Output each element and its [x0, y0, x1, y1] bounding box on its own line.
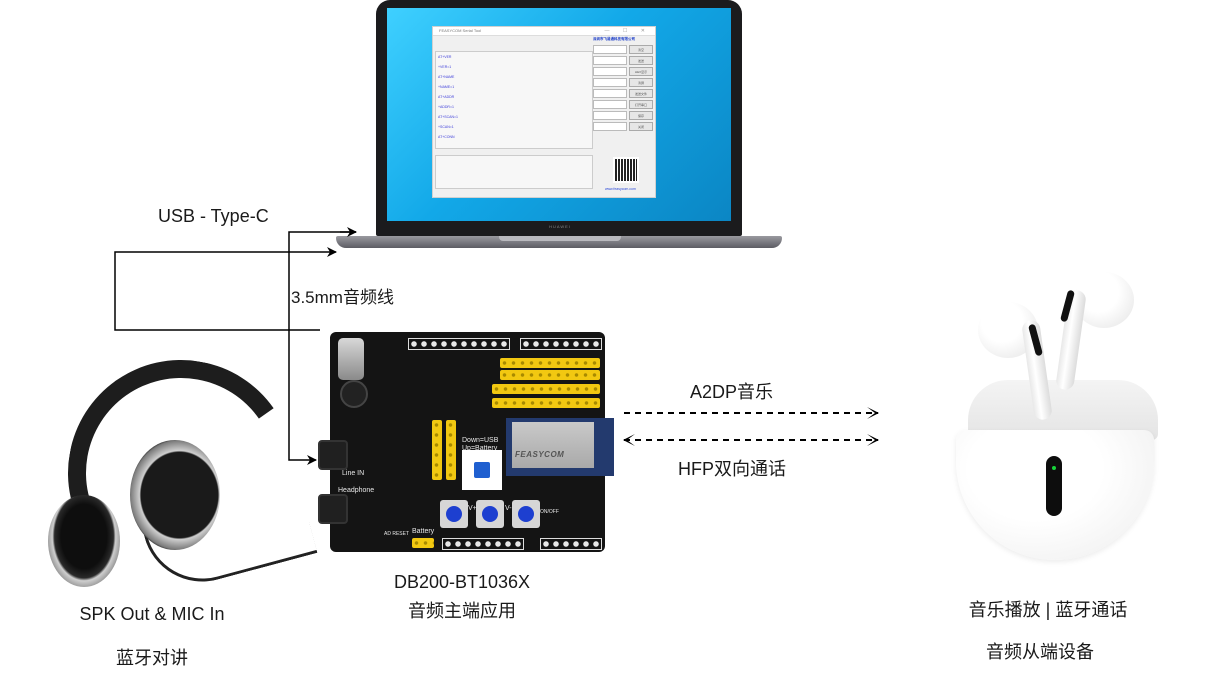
window-controls: — ☐ ✕ [604, 28, 651, 34]
log-line: +ADDR=1 [438, 105, 454, 109]
log-line: +VER=1 [438, 65, 452, 69]
command-field [593, 78, 627, 87]
company-link: 深圳市飞易通科技有限公司 [593, 37, 635, 41]
yellow-header [492, 384, 600, 394]
power-switch-label: Down=USB Up=Battery [462, 437, 499, 452]
command-button: 清屏 [629, 78, 653, 87]
command-field [593, 111, 627, 120]
log-line: +NAME=1 [438, 85, 455, 89]
headset-role: 蓝牙对讲 [116, 648, 188, 668]
log-line: +SCAN=1 [438, 125, 454, 129]
app-title: FEASYCOM Serial Tool [439, 28, 482, 33]
case-led-indicator [1046, 456, 1062, 516]
earbuds-role: 音频从端设备 [986, 642, 1094, 662]
command-field [593, 56, 627, 65]
yellow-header [432, 420, 442, 480]
command-field [593, 89, 627, 98]
battery-label: Battery [412, 528, 435, 535]
log-line: AT+CONN [438, 135, 455, 139]
headphone-jack [318, 494, 348, 524]
log-line: AT+SCAN=1 [438, 115, 458, 119]
power-select-switch [462, 450, 502, 490]
hfp-label: HFP双向通话 [678, 459, 786, 479]
vol-up-button [476, 500, 504, 528]
a2dp-label: A2DP音乐 [690, 382, 774, 402]
command-button: 发送 [629, 56, 653, 65]
command-button: 发送文件 [629, 89, 653, 98]
vol-down-label: V- [505, 505, 512, 512]
log-line: AT+NAME [438, 75, 455, 79]
yellow-header [492, 398, 600, 408]
laptop-notch [499, 236, 621, 241]
on-off-label: ON/OFF [540, 509, 559, 515]
command-field [593, 67, 627, 76]
command-button: 关闭 [629, 122, 653, 131]
log-line: AT+ADDR [438, 95, 455, 99]
line-in-label: Line IN [342, 470, 365, 477]
send-area [435, 155, 593, 189]
bt-module-shield [512, 422, 594, 468]
serial-tool-window: FEASYCOM Serial Tool — ☐ ✕ 深圳市飞易通科技有限公司 … [432, 26, 656, 198]
laptop-base [336, 236, 782, 248]
board-name: DB200-BT1036X [393, 572, 531, 592]
module-brand: FEASYCOM [515, 450, 565, 459]
website-link: www.feasycom.com [605, 187, 636, 191]
command-field [593, 122, 627, 131]
command-field [593, 45, 627, 54]
command-panel: 清空 发送 HEX显示 清屏 发送文件 打开串口 保存 关闭 [593, 45, 653, 147]
pin-header [408, 338, 510, 350]
vol-up-label: V+ [468, 505, 477, 512]
command-button: HEX显示 [629, 67, 653, 76]
pin-header [540, 538, 602, 550]
pin-header [442, 538, 524, 550]
vol-down-button [512, 500, 540, 528]
log-line: AT+VER [438, 55, 452, 59]
log-area: AT+VER +VER=1 AT+NAME +NAME=1 AT+ADDR +A… [435, 51, 593, 149]
pin-header [520, 338, 602, 350]
yellow-header [446, 420, 456, 480]
command-button: 打开串口 [629, 100, 653, 109]
earbuds-caption: 音乐播放 | 蓝牙通话 [968, 600, 1128, 620]
qr-code-icon [613, 157, 639, 183]
headphone-cup-left [48, 495, 120, 587]
usb-c-port [338, 338, 364, 380]
headphone-cup-right [130, 440, 220, 550]
board-button [440, 500, 468, 528]
microphone-icon [340, 380, 368, 408]
yellow-header [500, 358, 600, 368]
command-field [593, 100, 627, 109]
board-role: 音频主端应用 [408, 601, 516, 621]
battery-jumper [412, 538, 434, 548]
laptop-brand: HUAWEI [549, 224, 571, 229]
usb-label: USB - Type-C [158, 206, 269, 226]
line-in-jack [318, 440, 348, 470]
headphone-label: Headphone [338, 487, 375, 494]
audio-cable-label: 3.5mm音频线 [291, 288, 394, 307]
headset-caption: SPK Out & MIC In [79, 604, 225, 624]
yellow-header [500, 370, 600, 380]
app-titlebar: FEASYCOM Serial Tool — ☐ ✕ [433, 27, 655, 36]
command-button: 清空 [629, 45, 653, 54]
command-button: 保存 [629, 111, 653, 120]
reset-label: AD RESET [384, 531, 410, 537]
